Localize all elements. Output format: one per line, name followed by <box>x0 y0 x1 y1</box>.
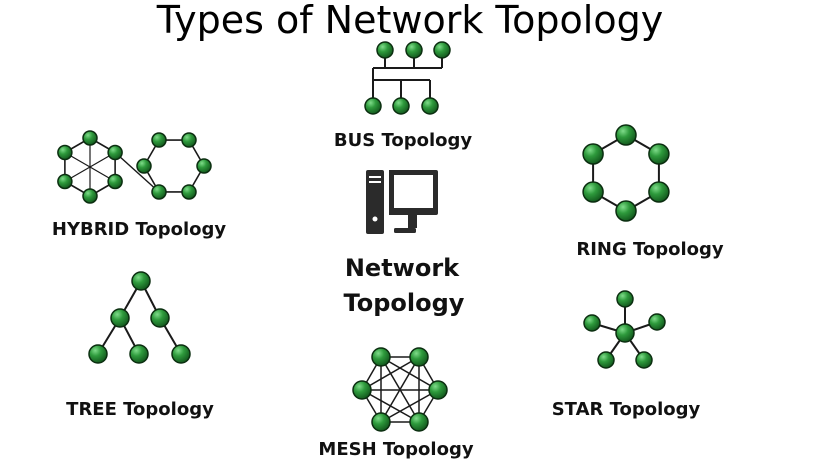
network-node <box>364 97 382 115</box>
network-node <box>616 290 634 308</box>
network-node <box>615 200 637 222</box>
bus-edges <box>372 50 443 106</box>
network-node <box>405 41 423 59</box>
network-node <box>433 41 451 59</box>
network-node <box>371 412 391 432</box>
tree-edges <box>97 280 182 355</box>
tree-topology-diagram <box>88 271 191 364</box>
network-node <box>635 351 653 369</box>
hybrid-topology-label: HYBRID Topology <box>52 219 227 240</box>
network-node <box>409 347 429 367</box>
network-node <box>151 132 167 148</box>
center-title-line1: Network <box>345 254 460 282</box>
ring-topology-label: RING Topology <box>576 239 724 260</box>
star-nodes <box>583 290 666 369</box>
network-node <box>196 158 212 174</box>
tree-nodes <box>88 271 191 364</box>
network-node <box>82 130 98 146</box>
network-node <box>110 308 130 328</box>
desktop-computer-icon <box>366 170 438 234</box>
mesh-topology-label: MESH Topology <box>318 439 473 460</box>
network-node <box>615 124 637 146</box>
network-node <box>57 144 73 161</box>
ring-edges <box>592 134 660 212</box>
network-node <box>57 173 73 190</box>
network-node <box>421 97 439 115</box>
page-title: Types of Network Topology <box>156 0 663 42</box>
network-link <box>114 151 160 193</box>
network-node <box>150 308 170 328</box>
network-node <box>582 143 604 165</box>
network-node <box>392 97 410 115</box>
tree-topology-label: TREE Topology <box>66 399 214 420</box>
star-topology-diagram <box>583 290 666 369</box>
network-node <box>428 380 448 400</box>
network-node <box>107 144 123 161</box>
network-node <box>597 351 615 369</box>
network-node <box>171 344 191 364</box>
network-node <box>648 313 666 331</box>
network-node <box>409 412 429 432</box>
network-node <box>648 181 670 203</box>
hybrid-nodes <box>57 130 212 204</box>
network-node <box>371 347 391 367</box>
network-node <box>648 143 670 165</box>
network-node <box>107 173 123 190</box>
network-node <box>151 184 167 200</box>
network-node <box>136 158 152 174</box>
mesh-nodes <box>352 347 448 432</box>
network-link <box>361 389 420 423</box>
center-title-line2: Topology <box>344 289 465 317</box>
network-node <box>583 314 601 332</box>
network-node <box>131 271 151 291</box>
network-node <box>82 188 98 204</box>
ring-topology-diagram <box>582 124 670 222</box>
bus-topology-diagram <box>364 41 451 115</box>
mesh-edges <box>361 356 439 423</box>
network-link <box>361 356 420 391</box>
star-topology-label: STAR Topology <box>552 399 701 420</box>
mesh-topology-diagram <box>352 347 448 432</box>
ring-nodes <box>582 124 670 222</box>
network-node <box>129 344 149 364</box>
network-link <box>380 389 439 423</box>
hub-node <box>615 323 635 343</box>
network-node <box>181 184 197 200</box>
network-node <box>88 344 108 364</box>
bus-topology-label: BUS Topology <box>334 130 472 151</box>
network-node <box>376 41 394 59</box>
network-node <box>582 181 604 203</box>
hybrid-topology-diagram <box>57 130 212 204</box>
network-node <box>352 380 372 400</box>
bus-nodes <box>364 41 451 115</box>
network-node <box>181 132 197 148</box>
